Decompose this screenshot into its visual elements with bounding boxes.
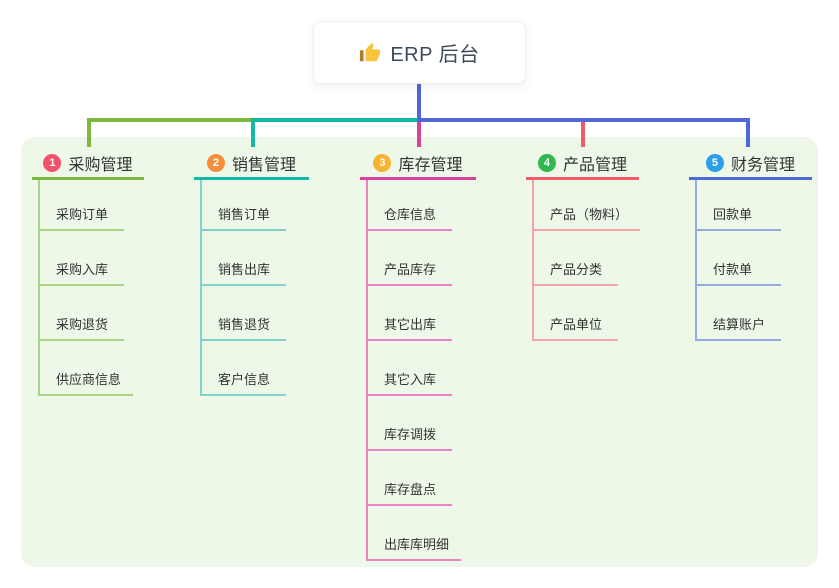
drop-line-product xyxy=(581,122,585,147)
branch-product: 4 产品管理 产品（物料） 产品分类 产品单位 xyxy=(526,148,641,341)
branch-node-inventory[interactable]: 3 库存管理 xyxy=(360,148,476,180)
sub-node-sales-outbound[interactable]: 销售出库 xyxy=(202,231,286,286)
branch-children-procurement: 采购订单 采购入库 采购退货 供应商信息 xyxy=(38,180,144,396)
branch-label-product: 产品管理 xyxy=(562,156,627,174)
sub-node-sales-return[interactable]: 销售退货 xyxy=(202,286,286,341)
sub-node-settlement-account[interactable]: 结算账户 xyxy=(697,286,781,341)
bus-segment-finance xyxy=(419,118,750,122)
branch-label-finance: 财务管理 xyxy=(730,156,795,174)
sub-node-product-category[interactable]: 产品分类 xyxy=(534,231,618,286)
drop-line-sales xyxy=(251,118,255,147)
sub-node-purchase-inbound[interactable]: 采购入库 xyxy=(40,231,124,286)
sub-node-other-outbound[interactable]: 其它出库 xyxy=(368,286,452,341)
branch-inventory: 3 库存管理 仓库信息 产品库存 其它出库 其它入库 库存调拨 库存盘点 出库库… xyxy=(360,148,476,561)
branch-children-product: 产品（物料） 产品分类 产品单位 xyxy=(532,180,641,341)
root-node-label: ERP 后台 xyxy=(390,44,480,66)
branch-node-finance[interactable]: 5 财务管理 xyxy=(689,148,812,180)
drop-line-procurement xyxy=(87,118,91,147)
root-connector-line xyxy=(417,82,421,122)
drop-line-inventory xyxy=(417,122,421,147)
branch-badge-2: 2 xyxy=(206,153,225,172)
branch-badge-1: 1 xyxy=(43,153,62,172)
sub-node-other-inbound[interactable]: 其它入库 xyxy=(368,341,452,396)
branch-children-inventory: 仓库信息 产品库存 其它出库 其它入库 库存调拨 库存盘点 出库库明细 xyxy=(366,180,476,561)
sub-node-supplier-info[interactable]: 供应商信息 xyxy=(40,341,134,396)
sub-node-stock-transfer[interactable]: 库存调拨 xyxy=(368,396,452,451)
branch-node-sales[interactable]: 2 销售管理 xyxy=(194,148,309,180)
mindmap-panel xyxy=(21,137,818,567)
sub-node-product-unit[interactable]: 产品单位 xyxy=(534,286,618,341)
branch-sales: 2 销售管理 销售订单 销售出库 销售退货 客户信息 xyxy=(194,148,309,396)
root-node[interactable]: ERP 后台 xyxy=(313,21,526,84)
branch-children-sales: 销售订单 销售出库 销售退货 客户信息 xyxy=(200,180,309,396)
sub-node-purchase-return[interactable]: 采购退货 xyxy=(40,286,124,341)
bus-segment-procurement xyxy=(87,118,251,122)
sub-node-product-material[interactable]: 产品（物料） xyxy=(534,180,641,231)
branch-badge-5: 5 xyxy=(705,153,724,172)
sub-node-purchase-order[interactable]: 采购订单 xyxy=(40,180,124,231)
branch-badge-3: 3 xyxy=(373,153,392,172)
sub-node-warehouse-info[interactable]: 仓库信息 xyxy=(368,180,452,231)
sub-node-payment-bill[interactable]: 付款单 xyxy=(697,231,781,286)
branch-children-finance: 回款单 付款单 结算账户 xyxy=(695,180,812,341)
branch-finance: 5 财务管理 回款单 付款单 结算账户 xyxy=(689,148,812,341)
sub-node-product-stock[interactable]: 产品库存 xyxy=(368,231,452,286)
branch-label-inventory: 库存管理 xyxy=(398,156,463,174)
branch-label-sales: 销售管理 xyxy=(231,156,296,174)
branch-procurement: 1 采购管理 采购订单 采购入库 采购退货 供应商信息 xyxy=(32,148,144,396)
drop-line-finance xyxy=(746,118,750,147)
sub-node-customer-info[interactable]: 客户信息 xyxy=(202,341,286,396)
branch-node-product[interactable]: 4 产品管理 xyxy=(526,148,639,180)
sub-node-sales-order[interactable]: 销售订单 xyxy=(202,180,286,231)
sub-node-receipt-bill[interactable]: 回款单 xyxy=(697,180,781,231)
branch-badge-4: 4 xyxy=(537,153,556,172)
branch-node-procurement[interactable]: 1 采购管理 xyxy=(32,148,144,180)
bus-segment-sales xyxy=(251,118,419,122)
sub-node-stock-count[interactable]: 库存盘点 xyxy=(368,451,452,506)
branch-label-procurement: 采购管理 xyxy=(68,156,133,174)
sub-node-outbound-detail[interactable]: 出库库明细 xyxy=(368,506,462,561)
thumbs-up-icon xyxy=(360,42,381,61)
